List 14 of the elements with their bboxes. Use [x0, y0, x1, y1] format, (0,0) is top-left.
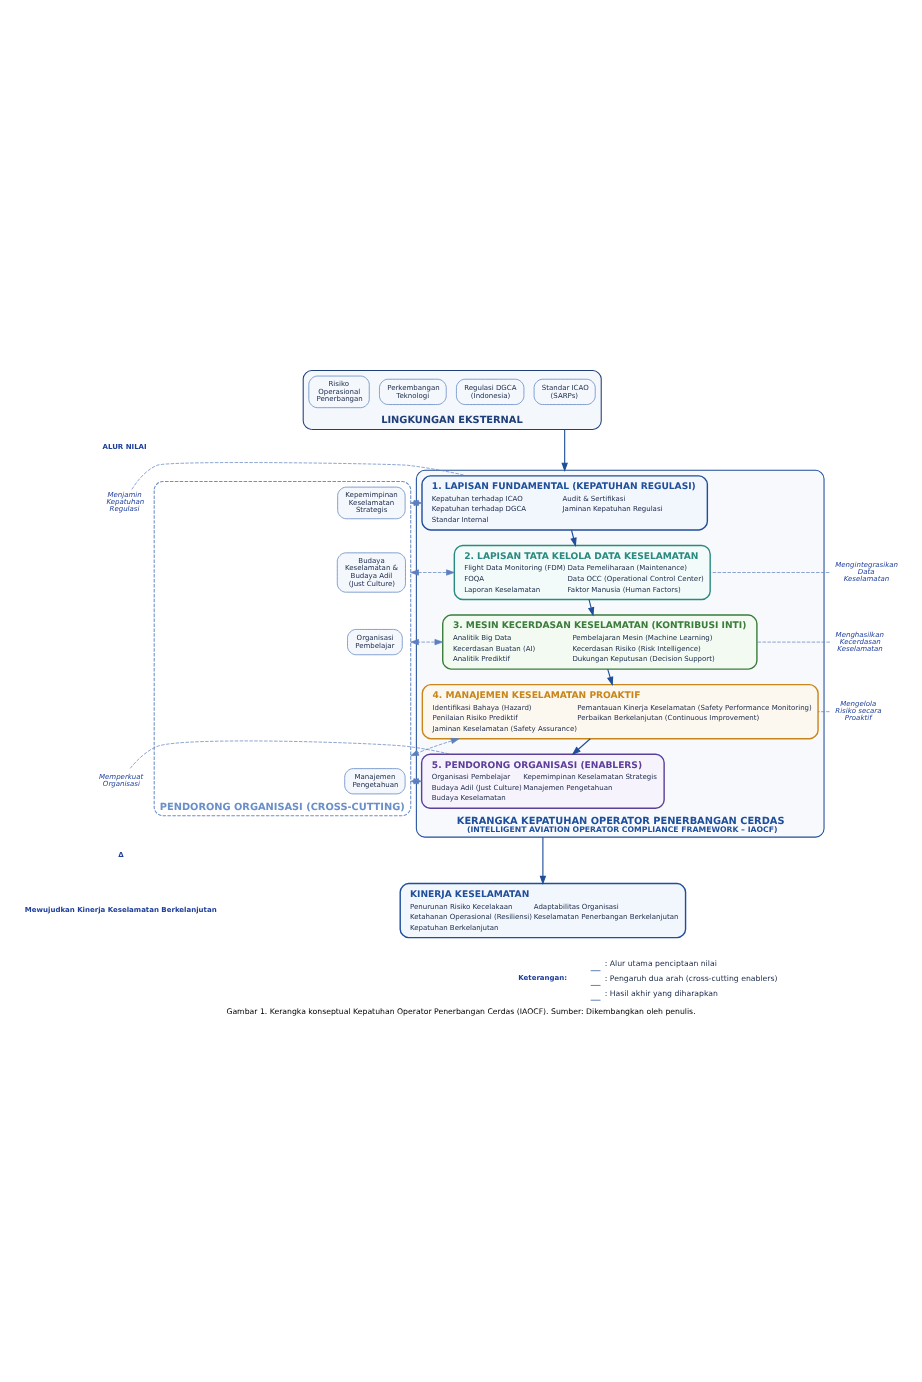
connector: [817, 710, 830, 712]
arrow: [587, 598, 595, 616]
arrow: [561, 427, 568, 471]
arrow: [410, 737, 460, 756]
arrow: [539, 835, 547, 885]
connector: [129, 739, 451, 768]
connector: [710, 571, 830, 572]
arrow: [410, 638, 443, 645]
connector: [756, 640, 831, 642]
arrow: [607, 667, 614, 686]
arrow: [410, 568, 455, 575]
arrow: [571, 737, 591, 755]
connector: [131, 461, 468, 489]
arrow: [570, 528, 577, 546]
